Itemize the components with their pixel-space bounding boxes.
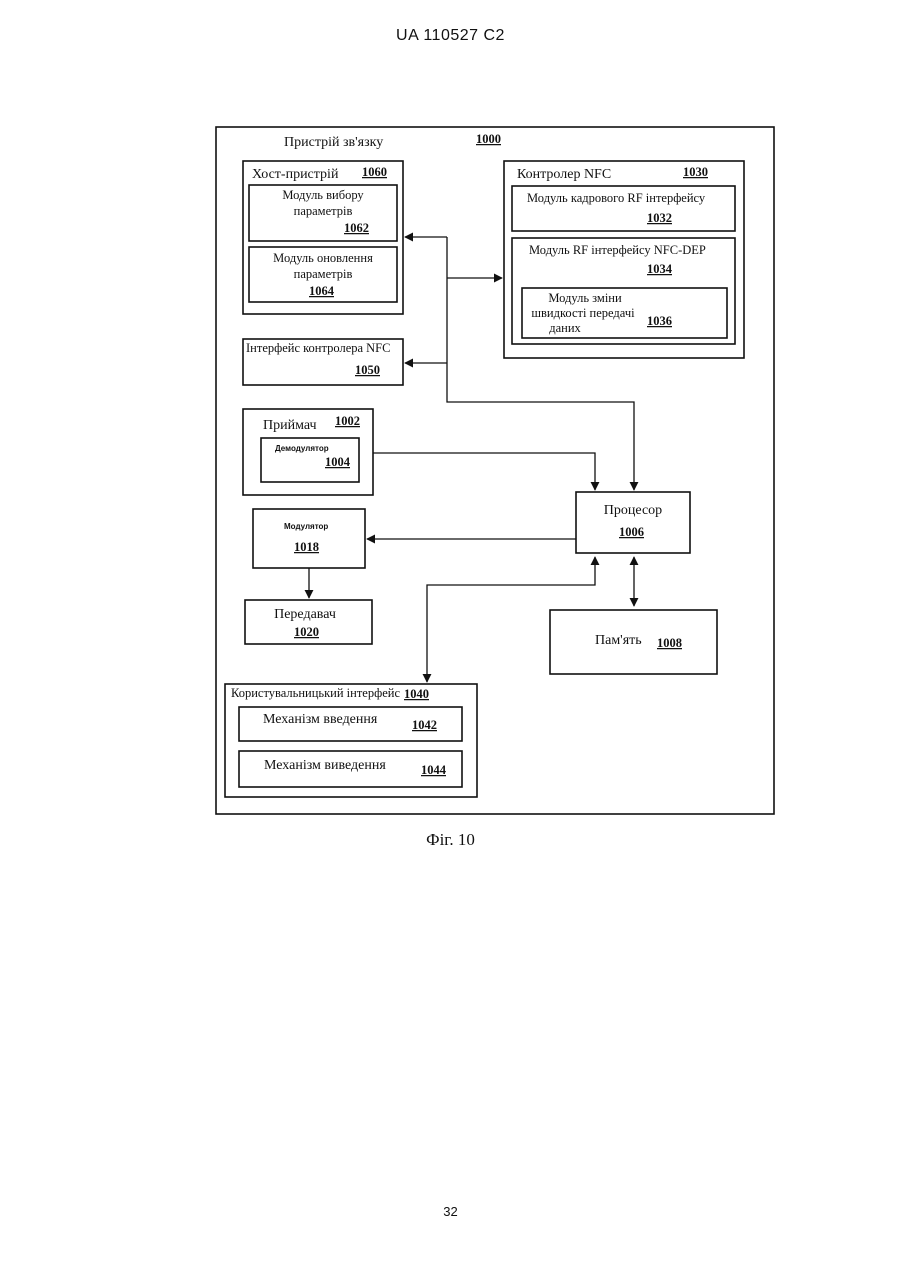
nfc-controller-number: 1030 — [683, 165, 708, 179]
demodulator-label: Демодулятор — [275, 444, 329, 453]
param-select-line1: Модуль вибору — [282, 188, 364, 202]
figure-caption: Фіг. 10 — [0, 830, 901, 850]
param-update-line2: параметрів — [294, 267, 353, 281]
modulator-block — [253, 509, 365, 568]
nfc-dep-label: Модуль RF інтерфейсу NFC-DEP — [529, 243, 706, 257]
rate-change-number: 1036 — [647, 314, 672, 328]
processor-block — [576, 492, 690, 553]
param-update-number: 1064 — [309, 284, 335, 298]
processor-label: Процесор — [604, 503, 662, 518]
param-update-line1: Модуль оновлення — [273, 251, 373, 265]
rate-change-line2: швидкості передачі — [531, 306, 635, 320]
frame-rf-label: Модуль кадрового RF інтерфейсу — [527, 191, 706, 205]
nfc-iface-number: 1050 — [355, 363, 380, 377]
memory-label: Пам'ять — [595, 633, 642, 648]
nfc-dep-number: 1034 — [647, 262, 673, 276]
device-label: Пристрій зв'язку — [284, 135, 383, 150]
rate-change-line3: даних — [549, 321, 581, 335]
param-select-number: 1062 — [344, 221, 369, 235]
output-label: Механізм виведення — [264, 758, 386, 773]
receiver-number: 1002 — [335, 414, 360, 428]
frame-rf-number: 1032 — [647, 211, 672, 225]
host-label: Хост-пристрій — [252, 167, 339, 182]
page-number: 32 — [0, 1204, 901, 1219]
ui-number: 1040 — [404, 687, 429, 701]
transmitter-label: Передавач — [274, 607, 336, 622]
memory-number: 1008 — [657, 636, 682, 650]
transmitter-number: 1020 — [294, 625, 319, 639]
host-number: 1060 — [362, 165, 387, 179]
modulator-number: 1018 — [294, 540, 319, 554]
demodulator-number: 1004 — [325, 455, 351, 469]
input-number: 1042 — [412, 718, 437, 732]
output-number: 1044 — [421, 763, 447, 777]
modulator-label: Модулятор — [284, 522, 328, 531]
device-number: 1000 — [476, 132, 501, 146]
input-label: Механізм введення — [263, 712, 378, 727]
rate-change-line1: Модуль зміни — [548, 291, 622, 305]
communication-device-frame — [216, 127, 774, 814]
nfc-iface-label: Інтерфейс контролера NFC — [246, 341, 390, 355]
param-select-line2: параметрів — [294, 204, 353, 218]
nfc-controller-label: Контролер NFC — [517, 167, 611, 182]
receiver-label: Приймач — [263, 418, 317, 433]
processor-number: 1006 — [619, 525, 644, 539]
ui-label: Користувальницький інтерфейс — [231, 686, 400, 700]
